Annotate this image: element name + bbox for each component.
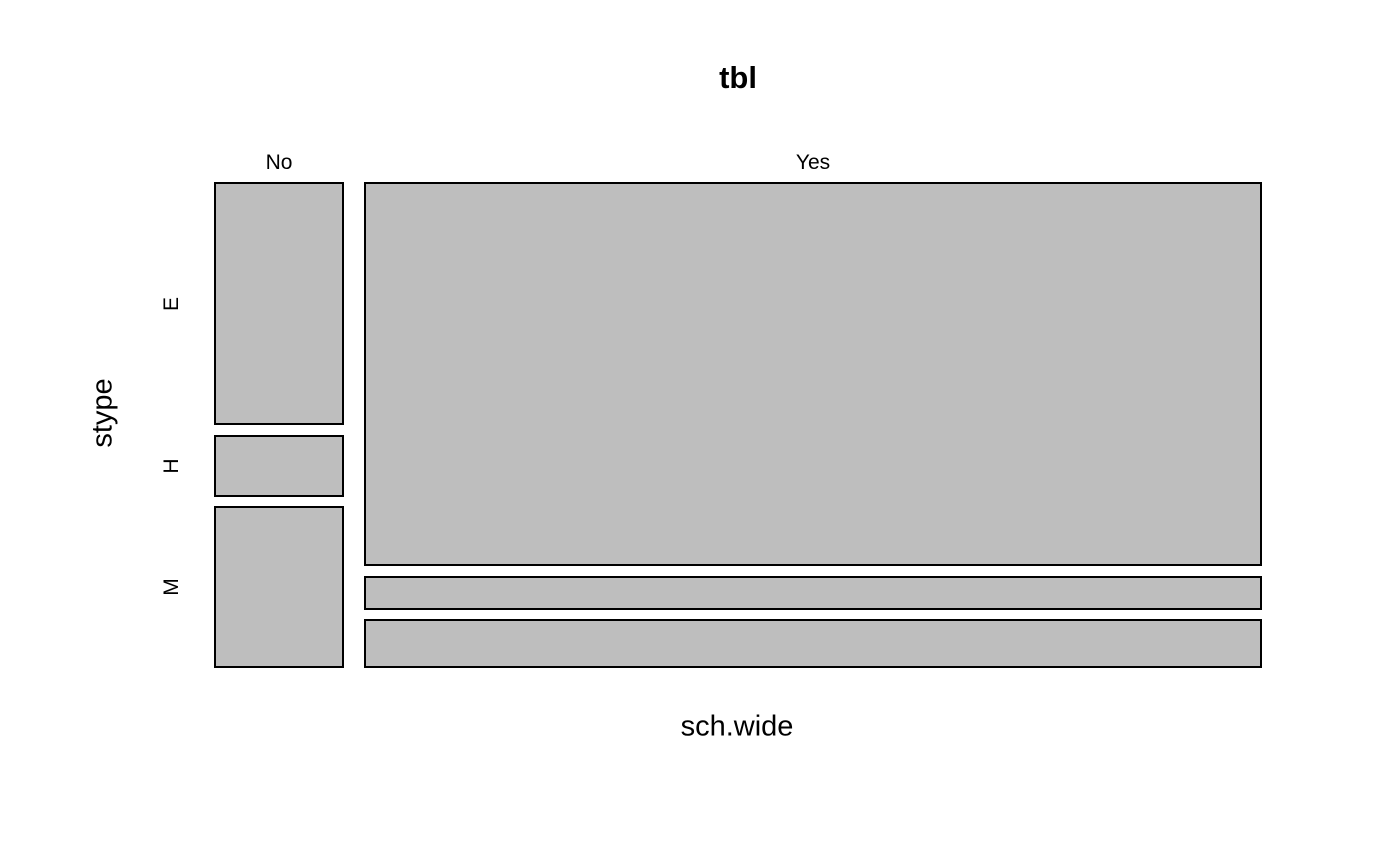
column-label-yes: Yes bbox=[795, 151, 831, 174]
chart-title: tbl bbox=[719, 60, 757, 95]
mosaic-cell-yes-e bbox=[364, 182, 1262, 566]
mosaic-cell-no-m bbox=[214, 506, 344, 668]
row-label-e: E bbox=[160, 296, 183, 311]
column-label-no: No bbox=[265, 151, 293, 174]
mosaic-cell-no-h bbox=[214, 434, 344, 497]
row-label-m: M bbox=[160, 578, 183, 596]
row-label-h: H bbox=[160, 457, 183, 474]
mosaic-cell-no-e bbox=[214, 182, 344, 425]
x-axis-label: sch.wide bbox=[680, 710, 794, 743]
mosaic-cell-yes-m bbox=[364, 619, 1262, 668]
mosaic-cell-yes-h bbox=[364, 575, 1262, 610]
y-axis-label: stype bbox=[86, 378, 119, 448]
